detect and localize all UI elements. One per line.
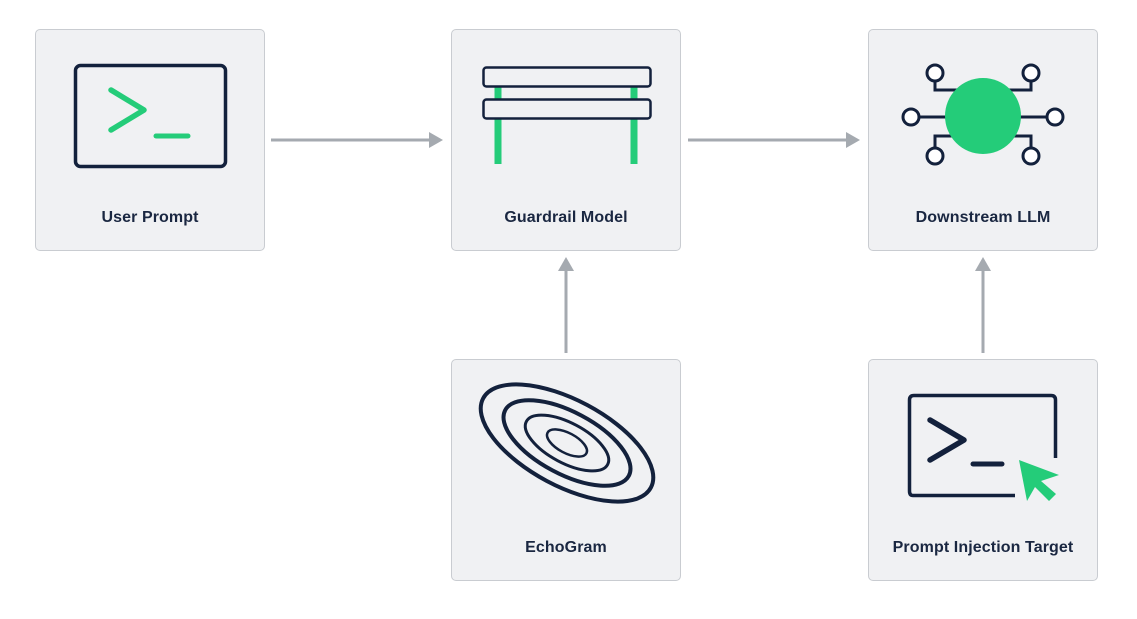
terminal-prompt-icon	[73, 63, 228, 169]
node-label: Downstream LLM	[915, 209, 1051, 226]
node-prompt-injection-target: Prompt Injection Target	[868, 359, 1098, 581]
edge-echogram-to-guardrail	[558, 257, 574, 353]
node-guardrail-model: Guardrail Model	[451, 29, 681, 251]
guardrail-fence-icon	[482, 66, 652, 164]
node-label: User Prompt	[101, 209, 199, 226]
node-downstream-llm: Downstream LLM	[868, 29, 1098, 251]
terminal-cursor-icon	[907, 393, 1059, 501]
concentric-ellipses-icon	[478, 382, 656, 504]
edge-guardrail-to-llm	[688, 132, 860, 148]
edge-user-to-guardrail	[271, 132, 443, 148]
node-user-prompt: User Prompt	[35, 29, 265, 251]
node-label: Guardrail Model	[504, 209, 628, 226]
node-echogram: EchoGram	[451, 359, 681, 581]
edge-injection-to-llm	[975, 257, 991, 353]
neural-network-icon	[901, 63, 1065, 166]
node-label: EchoGram	[525, 539, 607, 556]
node-label: Prompt Injection Target	[892, 539, 1074, 556]
